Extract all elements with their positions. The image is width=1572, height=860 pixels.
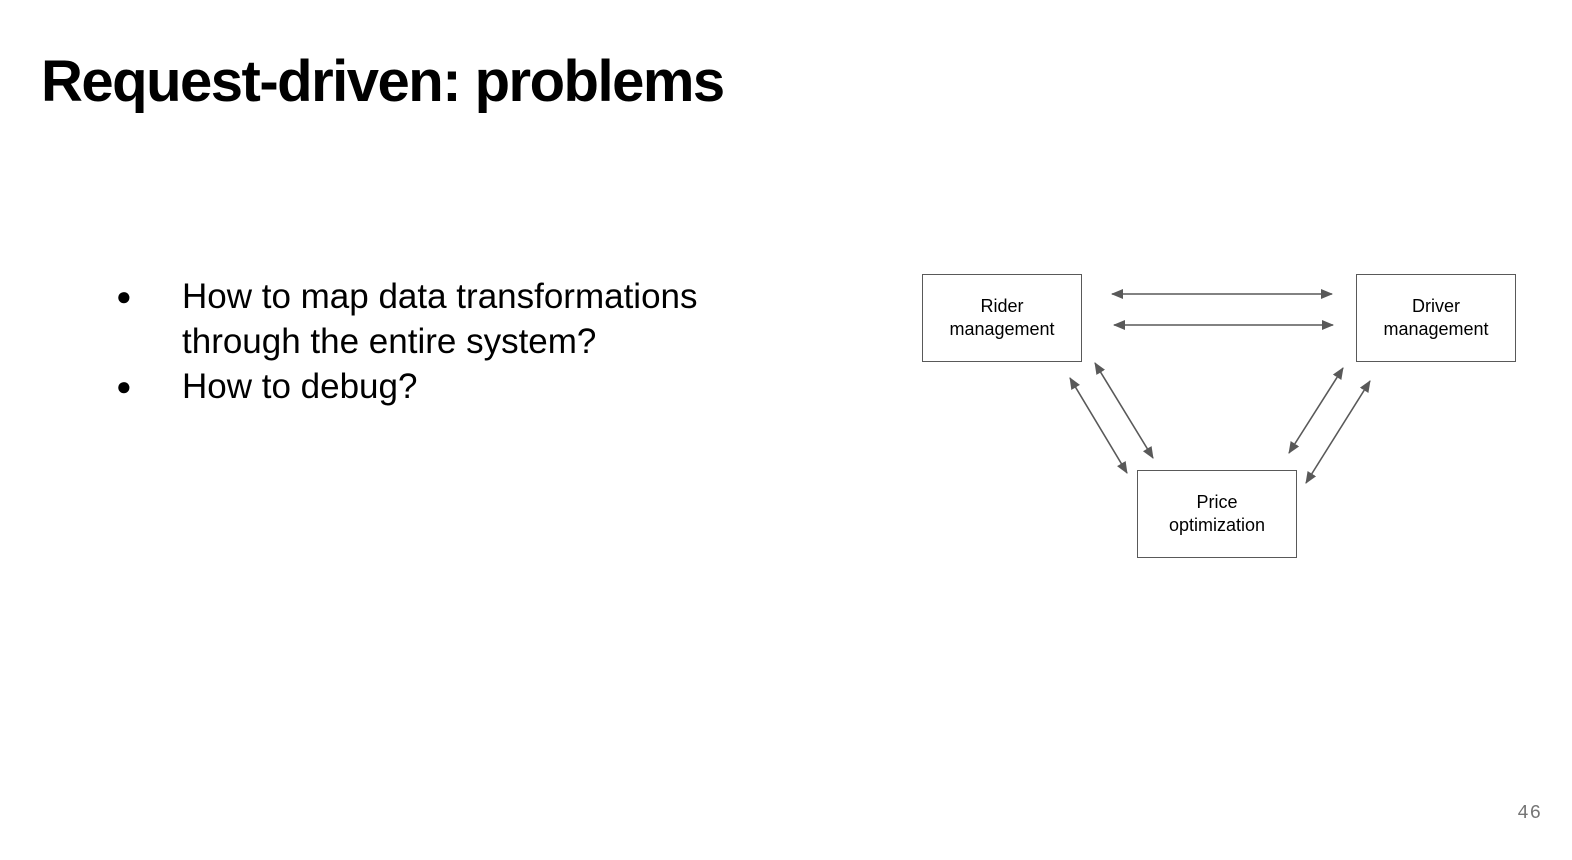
- slide-title: Request-driven: problems: [41, 49, 725, 114]
- bullet-marker: ●: [116, 281, 132, 311]
- bullet-marker: ●: [116, 371, 132, 401]
- rider-price-arrow-1: [1069, 377, 1128, 474]
- rider-management-label: Rider management: [949, 296, 1055, 339]
- bullet-text: How to debug?: [182, 367, 418, 406]
- rider-management-box: Rider management: [922, 274, 1082, 362]
- price-optimization-box: Price optimization: [1137, 470, 1297, 558]
- rider-price-arrow-2: [1094, 362, 1154, 459]
- bullet-item: ● How to debug?: [116, 364, 816, 409]
- price-optimization-label: Price optimization: [1168, 492, 1266, 535]
- bullet-list: ● How to map data transformations throug…: [116, 274, 816, 409]
- bullet-item: ● How to map data transformations throug…: [116, 274, 816, 364]
- driver-management-box: Driver management: [1356, 274, 1516, 362]
- driver-price-arrow-2: [1305, 380, 1371, 484]
- page-number: 46: [1517, 802, 1542, 824]
- driver-management-label: Driver management: [1383, 296, 1489, 339]
- bullet-text: How to map data transformations through …: [182, 277, 698, 361]
- driver-price-arrow-1: [1288, 367, 1344, 454]
